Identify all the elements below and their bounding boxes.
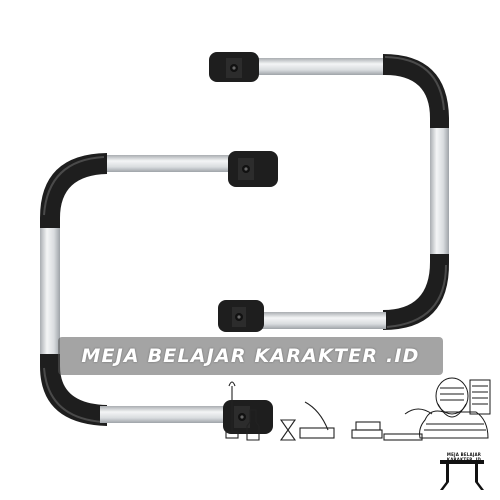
rubber-bend-top	[383, 54, 449, 132]
rubber-bend-top	[40, 153, 107, 232]
grab-handle-right	[209, 52, 450, 332]
logo-table-icon	[440, 460, 484, 490]
mounting-bracket-top	[228, 151, 278, 187]
mounting-bracket-top	[209, 52, 259, 82]
tube-bottom	[250, 312, 386, 329]
rubber-bend-bottom	[383, 254, 450, 330]
tube-top	[100, 155, 240, 172]
tube-right-vertical	[430, 128, 449, 258]
watermark-scholar-figure	[404, 377, 491, 439]
tube-top	[245, 58, 393, 75]
mounting-bracket-bottom	[218, 300, 264, 332]
mounting-bracket-bottom	[223, 400, 273, 434]
watermark-text: MEJA BELAJAR KARAKTER .ID	[81, 345, 420, 367]
tube-left-vertical	[40, 228, 60, 358]
watermark-band	[58, 337, 443, 375]
watermark-sketch-illustration	[225, 381, 423, 441]
tube-bottom	[100, 406, 235, 423]
logo-caption: MEJA BELAJAR KARAKTER .ID	[446, 452, 482, 462]
grab-handle-left	[40, 151, 278, 434]
rubber-bend-bottom	[40, 354, 107, 426]
